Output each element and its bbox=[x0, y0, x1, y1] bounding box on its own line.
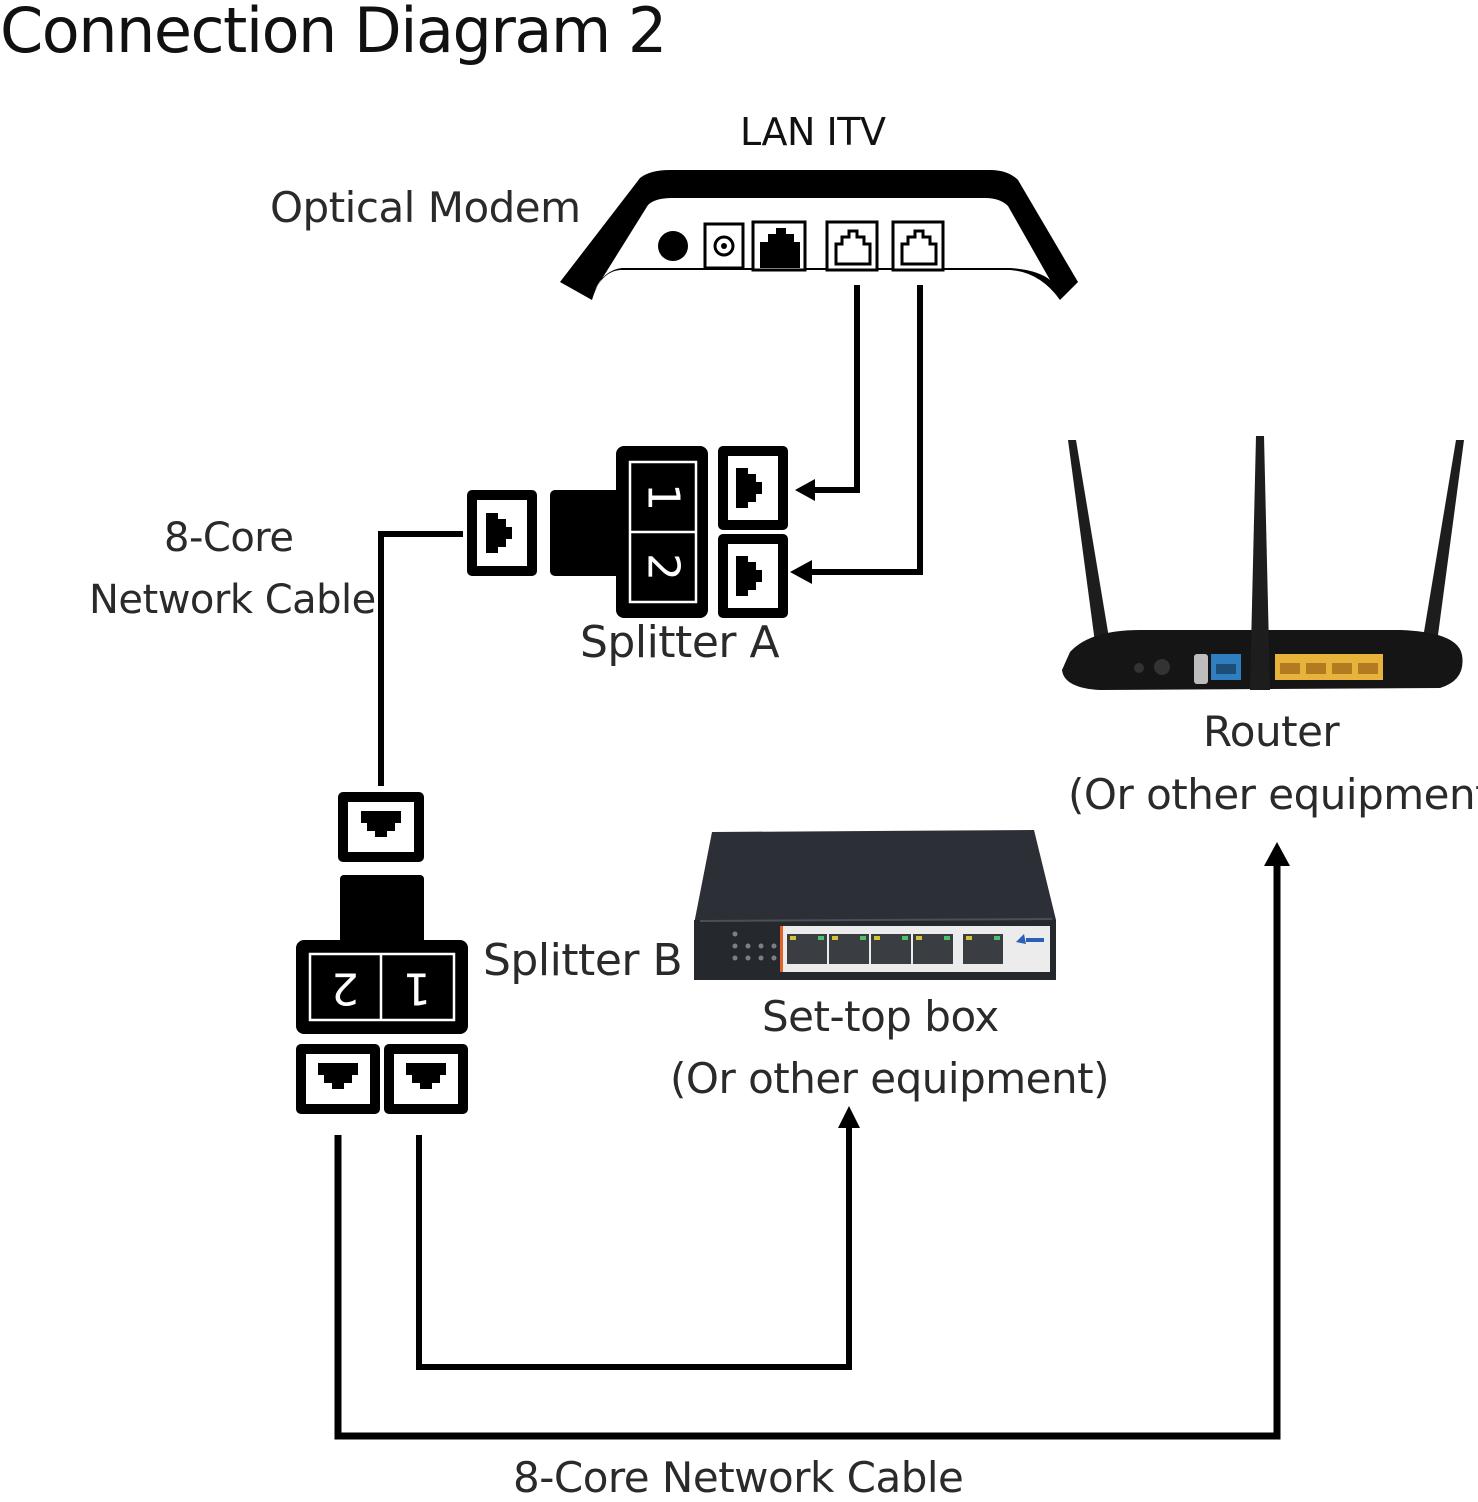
splitter-a-port-1-number: 1 bbox=[638, 483, 689, 511]
cable-lan-to-splitter-a bbox=[795, 285, 860, 501]
splitter-a: 1 2 bbox=[467, 446, 788, 618]
dc-jack-icon bbox=[703, 222, 745, 270]
splitter-b-port-2 bbox=[296, 1044, 380, 1114]
optical-modem-label: Optical Modem bbox=[270, 183, 581, 232]
cable-itv-to-splitter-a bbox=[790, 285, 923, 584]
splitter-b: 2 1 bbox=[296, 792, 468, 1114]
router-antenna-center bbox=[1250, 436, 1270, 690]
cable-left-label-line2: Network Cable bbox=[89, 577, 376, 623]
splitter-b-neck bbox=[340, 875, 424, 955]
cable-splitter-a-to-b bbox=[378, 531, 463, 786]
splitter-b-port-2-number: 2 bbox=[331, 963, 359, 1014]
lan-port-icon bbox=[825, 220, 879, 272]
arrowhead-icon bbox=[838, 1106, 860, 1128]
diagram-title: Connection Diagram 2 bbox=[0, 0, 667, 67]
splitter-b-plug-end bbox=[338, 792, 424, 862]
lan-itv-label: LAN ITV bbox=[740, 110, 886, 154]
arrowhead-icon bbox=[795, 479, 815, 501]
set-top-box-sublabel: (Or other equipment) bbox=[670, 1054, 1109, 1103]
splitter-b-label: Splitter B bbox=[483, 935, 683, 986]
arrowhead-icon bbox=[1264, 842, 1290, 866]
set-top-box bbox=[694, 830, 1056, 980]
router-antenna-right bbox=[1416, 440, 1464, 680]
cable-splitter-b-to-router bbox=[334, 842, 1290, 1440]
itv-port-icon bbox=[891, 220, 945, 272]
router bbox=[1062, 436, 1464, 690]
splitter-a-port-2 bbox=[718, 534, 788, 618]
splitter-a-neck bbox=[550, 490, 630, 576]
cable-bottom-label: 8-Core Network Cable bbox=[513, 1453, 964, 1502]
arrowhead-icon bbox=[790, 560, 812, 584]
switch-brand-logo-icon bbox=[1016, 934, 1044, 944]
power-button-icon bbox=[658, 231, 688, 261]
cable-left-label-line1: 8-Core bbox=[164, 515, 294, 561]
splitter-b-port-1 bbox=[384, 1044, 468, 1114]
set-top-box-label: Set-top box bbox=[762, 992, 999, 1041]
router-antenna-left bbox=[1068, 440, 1116, 680]
phone-port-icon bbox=[751, 220, 807, 272]
cable-splitter-b-to-set-top-box bbox=[416, 1106, 860, 1370]
splitter-a-label: Splitter A bbox=[580, 617, 780, 668]
router-label: Router bbox=[1203, 707, 1340, 756]
switch-top bbox=[694, 830, 1056, 924]
switch-ports bbox=[787, 934, 1003, 964]
optical-modem bbox=[560, 170, 1078, 300]
switch-leds bbox=[732, 931, 777, 961]
splitter-a-port-1 bbox=[718, 446, 788, 530]
router-power-jack-icon bbox=[1134, 663, 1144, 673]
splitter-a-port-2-number: 2 bbox=[638, 553, 689, 581]
splitter-b-port-1-number: 1 bbox=[403, 963, 431, 1014]
router-sublabel: (Or other equipment) bbox=[1068, 770, 1478, 819]
router-power-button-icon bbox=[1154, 659, 1170, 675]
router-usb-port-icon bbox=[1194, 654, 1208, 684]
